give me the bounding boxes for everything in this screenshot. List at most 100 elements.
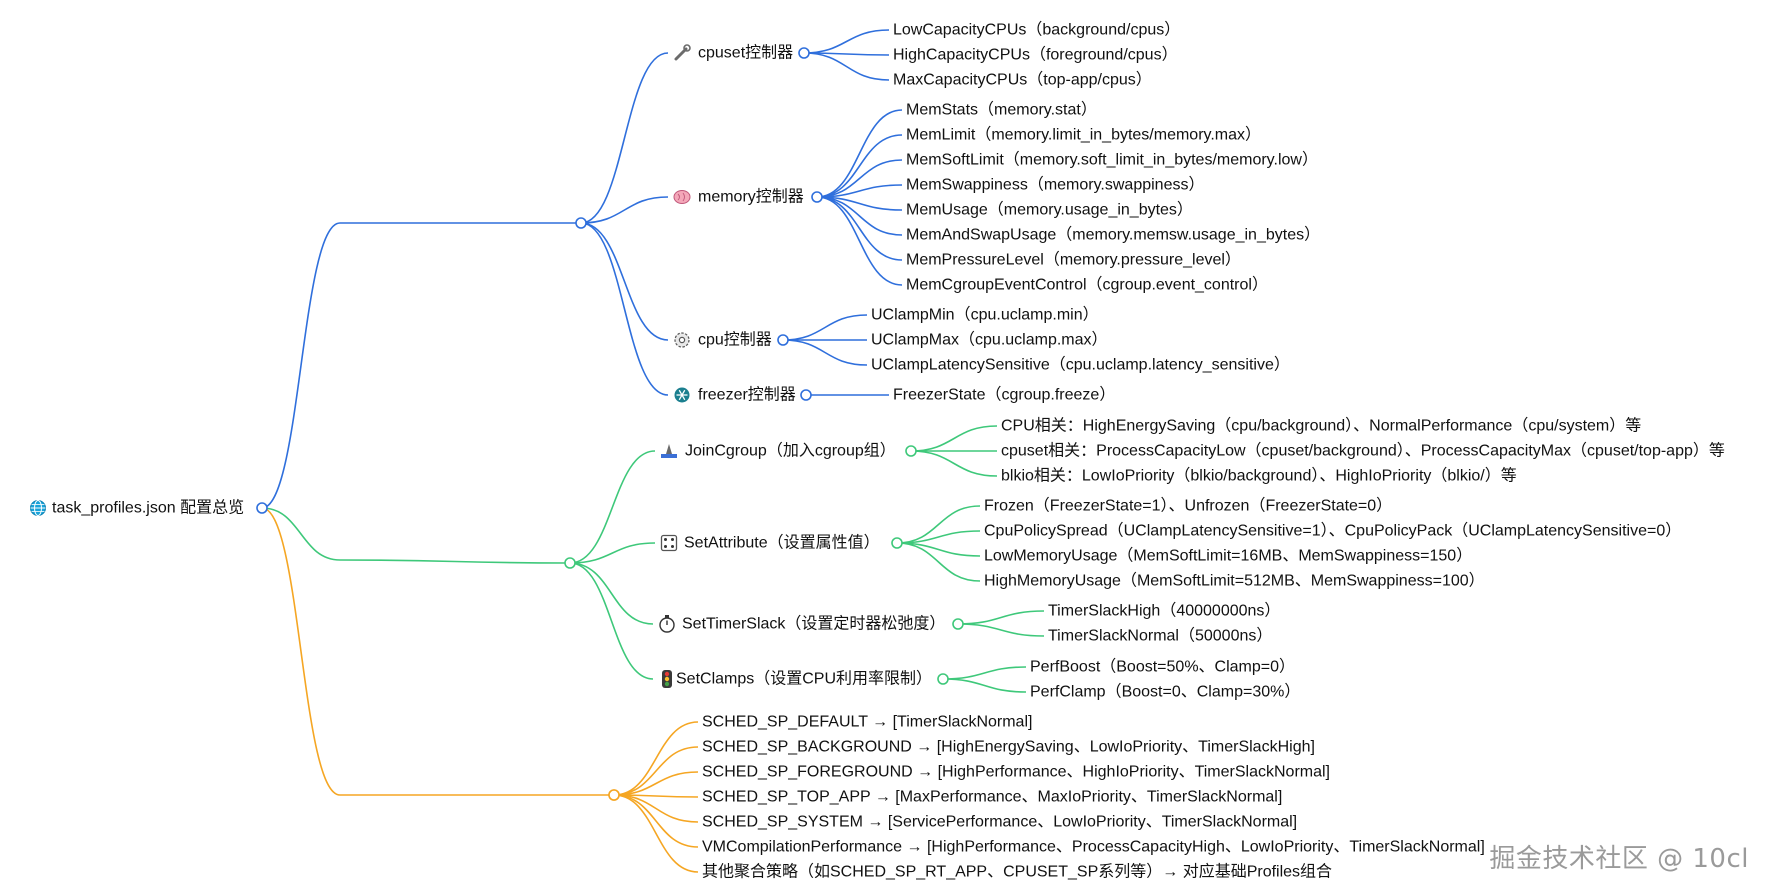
- leaf-cpuset-item: HighCapacityCPUs（foreground/cpus）: [893, 46, 1178, 64]
- edge-setclamps-leaf: [942, 666, 1027, 680]
- leaf-freezer-item: FreezerState（cgroup.freeze）: [893, 386, 1115, 404]
- edge-aggregates-leaf: [613, 794, 699, 823]
- edge-controllers-cpuset: [580, 52, 669, 224]
- edge-fork-actions: [339, 559, 571, 564]
- node-cpuset-label: cpuset控制器: [698, 44, 793, 62]
- brain-icon: [673, 190, 691, 204]
- leaf-settimerslack-item: TimerSlackNormal（50000ns）: [1048, 627, 1272, 645]
- edge-setattribute-leaf: [896, 505, 981, 544]
- node-memory-toggle[interactable]: [811, 191, 823, 203]
- edge-memory-leaf: [816, 159, 903, 198]
- edge-aggregates-leaf: [613, 746, 699, 796]
- leaf-memory-item: MemCgroupEventControl（cgroup.event_contr…: [906, 276, 1268, 294]
- traffic-light-icon: [662, 670, 672, 688]
- wrench-icon: [674, 44, 691, 61]
- node-settimerslack-toggle[interactable]: [952, 618, 964, 630]
- edge-cpu-leaf: [782, 339, 868, 366]
- edge-root-controllers: [261, 222, 341, 509]
- edge-actions-setclamps: [569, 562, 654, 680]
- edge-aggregates-leaf: [613, 794, 699, 873]
- node-joincgroup-toggle[interactable]: [905, 445, 917, 457]
- leaf-joincgroup-item: CPU相关：HighEnergySaving（cpu/background）、N…: [1001, 417, 1641, 435]
- leaf-memory-item: MemUsage（memory.usage_in_bytes）: [906, 201, 1193, 219]
- watermark: 掘金技术社区 @ 10cl: [1489, 844, 1749, 874]
- edge-memory-leaf: [816, 196, 903, 261]
- leaf-setclamps-item: PerfClamp（Boost=0、Clamp=30%）: [1030, 683, 1300, 701]
- edge-joincgroup-leaf: [910, 425, 998, 452]
- leaf-setattribute-item: LowMemoryUsage（MemSoftLimit=16MB、MemSwap…: [984, 547, 1472, 565]
- leaf-joincgroup-item: cpuset相关：ProcessCapacityLow（cpuset/backg…: [1001, 442, 1725, 460]
- leaf-memory-item: MemLimit（memory.limit_in_bytes/memory.ma…: [906, 126, 1261, 144]
- leaf-aggregates-item: SCHED_SP_TOP_APP → [MaxPerformance、MaxIo…: [702, 789, 1282, 806]
- leaf-settimerslack-item: TimerSlackHigh（40000000ns）: [1048, 602, 1280, 620]
- edge-memory-leaf: [816, 109, 903, 198]
- edge-controllers-memory: [580, 196, 669, 224]
- dice-icon: [660, 534, 678, 552]
- node-freezer-toggle[interactable]: [800, 389, 812, 401]
- node-memory-label: memory控制器: [698, 188, 804, 206]
- edge-cpu-leaf: [782, 314, 868, 341]
- leaf-aggregates-item: VMCompilationPerformance → [HighPerforma…: [702, 839, 1485, 856]
- leaf-setattribute-item: Frozen（FreezerState=1）、Unfrozen（FreezerS…: [984, 497, 1392, 515]
- edge-actions-setattribute: [569, 542, 656, 564]
- edge-aggregates-leaf: [613, 721, 699, 796]
- leaf-aggregates-item: SCHED_SP_BACKGROUND → [HighEnergySaving、…: [702, 739, 1315, 756]
- leaf-memory-item: MemSoftLimit（memory.soft_limit_in_bytes/…: [906, 151, 1318, 169]
- node-layer: task_profiles.json 配置总览 cpuset控制器 LowCapac…: [30, 21, 1725, 881]
- edge-root-actions: [261, 507, 341, 561]
- leaf-joincgroup-item: blkio相关：LowIoPriority（blkio/background）、…: [1001, 467, 1517, 485]
- edge-cpuset-leaf: [803, 52, 890, 81]
- leaf-setattribute-item: CpuPolicySpread（UClampLatencySensitive=1…: [984, 522, 1681, 540]
- globe-icon: [30, 500, 46, 516]
- edge-controllers-cpu: [580, 222, 669, 341]
- leaf-aggregates-item: SCHED_SP_SYSTEM → [ServicePerformance、Lo…: [702, 814, 1297, 831]
- edge-memory-leaf: [816, 134, 903, 198]
- node-cpu-toggle[interactable]: [777, 334, 789, 346]
- edge-setattribute-leaf: [896, 542, 981, 582]
- edge-aggregates-leaf: [613, 771, 699, 796]
- branch-aggregates-toggle[interactable]: [608, 789, 620, 801]
- pin-icon: [661, 444, 677, 458]
- node-settimerslack-label: SetTimerSlack（设置定时器松弛度）: [682, 615, 945, 633]
- leaf-memory-item: MemSwappiness（memory.swappiness）: [906, 176, 1204, 194]
- branch-actions-toggle[interactable]: [564, 557, 576, 569]
- leaf-cpuset-item: LowCapacityCPUs（background/cpus）: [893, 21, 1180, 39]
- leaf-setclamps-item: PerfBoost（Boost=50%、Clamp=0）: [1030, 658, 1295, 676]
- leaf-memory-item: MemPressureLevel（memory.pressure_level）: [906, 251, 1241, 269]
- leaf-cpuset-item: MaxCapacityCPUs（top-app/cpus）: [893, 71, 1152, 89]
- branch-controllers-toggle[interactable]: [575, 217, 587, 229]
- edge-actions-joincgroup: [569, 450, 656, 564]
- edge-controllers-freezer: [580, 222, 669, 396]
- gear-icon: [674, 332, 690, 348]
- root-node-label: task_profiles.json 配置总览: [52, 499, 244, 517]
- edge-root-aggregates: [261, 507, 341, 796]
- leaf-cpu-item: UClampMax（cpu.uclamp.max）: [871, 331, 1108, 349]
- stopwatch-icon: [659, 615, 675, 633]
- edge-actions-settimerslack: [569, 562, 654, 625]
- leaf-memory-item: MemStats（memory.stat）: [906, 101, 1097, 119]
- connector-layer: [261, 29, 1045, 873]
- leaf-aggregates-item: SCHED_SP_FOREGROUND → [HighPerformance、H…: [702, 764, 1330, 781]
- edge-settimerslack-leaf: [957, 610, 1045, 625]
- edge-settimerslack-leaf: [957, 623, 1045, 637]
- root-node-toggle[interactable]: [256, 502, 268, 514]
- node-setclamps-toggle[interactable]: [937, 673, 949, 685]
- edge-joincgroup-leaf: [910, 450, 998, 477]
- edge-memory-leaf: [816, 196, 903, 286]
- leaf-setattribute-item: HighMemoryUsage（MemSoftLimit=512MB、MemSw…: [984, 572, 1485, 590]
- node-setclamps-label: SetClamps（设置CPU利用率限制）: [676, 670, 932, 688]
- node-cpuset-toggle[interactable]: [798, 47, 810, 59]
- node-freezer-label: freezer控制器: [698, 386, 796, 404]
- leaf-cpu-item: UClampMin（cpu.uclamp.min）: [871, 306, 1099, 324]
- edge-cpuset-leaf: [803, 29, 890, 54]
- node-joincgroup-label: JoinCgroup（加入cgroup组）: [685, 442, 896, 460]
- leaf-aggregates-item: 其他聚合策略（如SCHED_SP_RT_APP、CPUSET_SP系列等）→ 对…: [702, 862, 1332, 881]
- node-setattribute-toggle[interactable]: [891, 537, 903, 549]
- node-setattribute-label: SetAttribute（设置属性值）: [684, 534, 880, 552]
- leaf-cpu-item: UClampLatencySensitive（cpu.uclamp.latenc…: [871, 356, 1290, 374]
- node-cpu-label: cpu控制器: [698, 331, 772, 349]
- leaf-memory-item: MemAndSwapUsage（memory.memsw.usage_in_by…: [906, 226, 1320, 244]
- snowflake-icon: [674, 387, 690, 403]
- edge-setclamps-leaf: [942, 678, 1027, 693]
